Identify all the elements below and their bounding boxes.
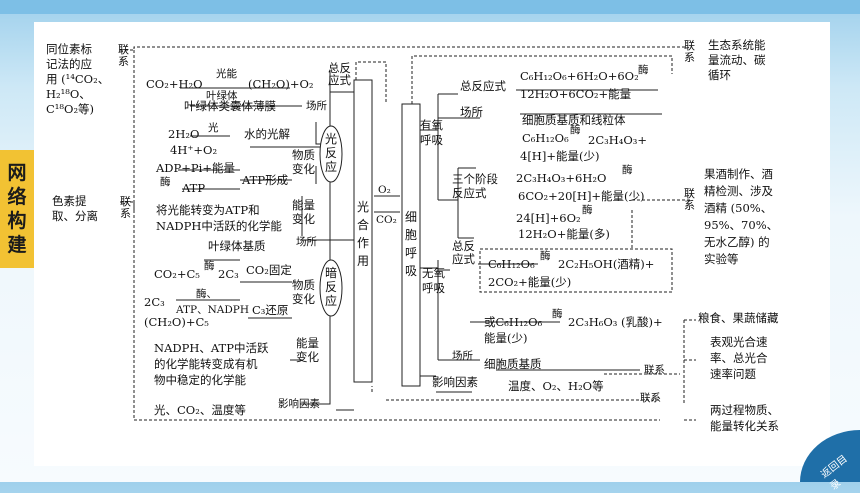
stage1-equation: C₆H₁₂O₆: [522, 131, 569, 145]
light-energy-label: 光能: [216, 68, 237, 80]
total-equation-products: (CH₂O)+O₂: [248, 77, 314, 91]
chloroplast-label: 叶绿体: [206, 90, 238, 102]
lactic-products: 2C₃H₆O₃ (乳酸)+: [568, 315, 663, 329]
enzyme-label: 酶: [204, 260, 215, 272]
stage2-products: 6CO₂+20[H]+能量(少): [518, 189, 645, 203]
enzyme-label: 酶: [622, 164, 633, 176]
anaerobic-equation: C₆H₁₂O₆: [488, 257, 535, 271]
side-title-char: 建: [7, 234, 27, 256]
aerobic-site: 细胞质基质和线粒体: [522, 113, 626, 127]
anaerobic-total-label: 总反应式: [452, 239, 475, 266]
water-products: 4H⁺+O₂: [170, 143, 218, 157]
section-title: 网 络 构 建: [0, 150, 34, 268]
stage3-equation: 24[H]+6O₂: [516, 211, 581, 225]
enzyme-label: 酶: [638, 64, 649, 76]
diagram-lines: [120, 46, 696, 421]
anaerobic-label: 无氧呼吸: [422, 266, 445, 295]
stage1-products-2: 4[H]+能量(少): [520, 149, 600, 163]
rate-note: 表观光合速率、总光合速率问题: [710, 335, 768, 381]
respiration-title: 细胞呼吸: [405, 210, 418, 278]
stage1-products: 2C₃H₄O₃+: [588, 133, 648, 147]
enzyme-label: 酶: [582, 204, 593, 216]
lactic-products-2: 能量(少): [484, 331, 528, 345]
c3-condition: 酶、: [196, 288, 217, 300]
site-label: 场所: [452, 350, 473, 362]
aerobic-products: 12H₂O+6CO₂+能量: [520, 87, 632, 101]
co2-label: CO₂: [376, 214, 397, 226]
factor-label: 影响因素: [432, 375, 478, 389]
link-label: 联系: [684, 187, 695, 212]
material-change-label: 物质变化: [292, 148, 315, 176]
stage2-equation: 2C₃H₄O₃+6H₂O: [516, 171, 607, 185]
light-reaction-label: 光反应: [325, 132, 338, 174]
co2-fixation-product: 2C₃: [218, 267, 239, 281]
resp-factors: 温度、O₂、H₂O等: [508, 379, 604, 393]
c3-reduction-label: C₃还原: [252, 303, 289, 317]
dark-energy-conversion: NADPH、ATP中活跃的化学能转变成有机物中稳定的化学能: [154, 341, 269, 387]
o2-label: O₂: [378, 184, 391, 196]
side-title-char: 络: [7, 186, 27, 208]
side-title-char: 网: [7, 162, 27, 184]
thylakoid-label: 叶绿体类囊体薄膜: [184, 99, 276, 113]
enzyme-label: 酶: [540, 250, 551, 262]
storage-note: 粮食、果蔬储藏: [698, 311, 779, 325]
site-label: 场所: [306, 100, 327, 112]
c3-condition-2: ATP、NADPH: [176, 304, 249, 316]
energy-change-label: 能量变化: [296, 336, 319, 364]
link-label: 联系: [684, 39, 695, 64]
link-label: 联系: [640, 392, 661, 404]
total-equation-reactants: CO₂+H₂O: [146, 77, 203, 91]
dark-reaction-label: 暗反应: [325, 266, 338, 308]
back-button-label: 返回目录: [819, 453, 850, 493]
c3-reduction-equation: 2C₃: [144, 295, 165, 309]
ecosystem-note: 生态系统能量流动、碳循环: [708, 38, 766, 82]
material-change-label: 物质变化: [292, 278, 315, 306]
site-label: 场所: [460, 105, 483, 119]
aerobic-label: 有氧呼吸: [420, 118, 443, 147]
photosynthesis-box: [353, 79, 373, 383]
pigment-note: 色素提取、分离: [52, 194, 98, 223]
fermentation-note: 果酒制作、酒精检测、涉及酒精 (50%、95%、70%、无水乙醇) 的实验等: [704, 167, 779, 266]
isotope-note: 同位素标记法的应用 (¹⁴CO₂、H₂¹⁸O、C¹⁸O₂等): [46, 42, 110, 116]
enzyme-label: 酶: [552, 308, 563, 320]
factor-label: 影响因素: [278, 398, 320, 410]
enzyme-label: 酶: [160, 176, 171, 188]
c3-reduction-products: (CH₂O)+C₅: [144, 315, 209, 329]
energy-change-label: 能量变化: [292, 198, 315, 226]
light-label: 光: [208, 122, 219, 134]
atp-equation: ADP+Pi+能量: [156, 161, 235, 175]
photosynthesis-title: 光合作用: [357, 200, 370, 268]
photolysis-label: 水的光解: [244, 127, 290, 141]
stroma-label: 叶绿体基质: [208, 239, 266, 253]
link-label: 联系: [644, 364, 665, 376]
water-equation: 2H₂O: [168, 127, 200, 141]
lactic-equation: 或C₆H₁₂O₆: [484, 315, 543, 329]
dark-reaction-oval: [319, 259, 343, 317]
enzyme-label: 酶: [570, 124, 581, 136]
light-reaction-oval: [319, 125, 343, 183]
link-label: 联系: [120, 195, 131, 220]
side-title-char: 构: [7, 210, 27, 232]
relation-note: 两过程物质、能量转化关系: [710, 403, 779, 433]
aerobic-equation: C₆H₁₂O₆+6H₂O+6O₂: [520, 69, 639, 83]
content-panel: [34, 22, 830, 466]
co2-fixation-equation: CO₂+C₅: [154, 267, 200, 281]
total-equation-label: 总反应式: [328, 61, 351, 87]
anaerobic-site: 细胞质基质: [484, 357, 542, 371]
site-label: 场所: [296, 236, 317, 248]
total-equation-label: 总反应式: [460, 79, 506, 93]
top-banner: [0, 0, 860, 14]
atp-product: ATP: [182, 181, 206, 195]
anaerobic-products: 2C₂H₅OH(酒精)+: [558, 257, 655, 271]
respiration-box: [401, 103, 421, 387]
stage3-products: 12H₂O+能量(多): [518, 227, 610, 241]
photo-factors: 光、CO₂、温度等: [154, 403, 246, 417]
anaerobic-products-2: 2CO₂+能量(少): [488, 275, 572, 289]
co2-fixation-label: CO₂固定: [246, 263, 292, 277]
atp-formation-label: ATP形成: [242, 173, 289, 187]
link-label: 联系: [118, 43, 129, 68]
three-stages-label: 三个阶段反应式: [452, 172, 498, 200]
